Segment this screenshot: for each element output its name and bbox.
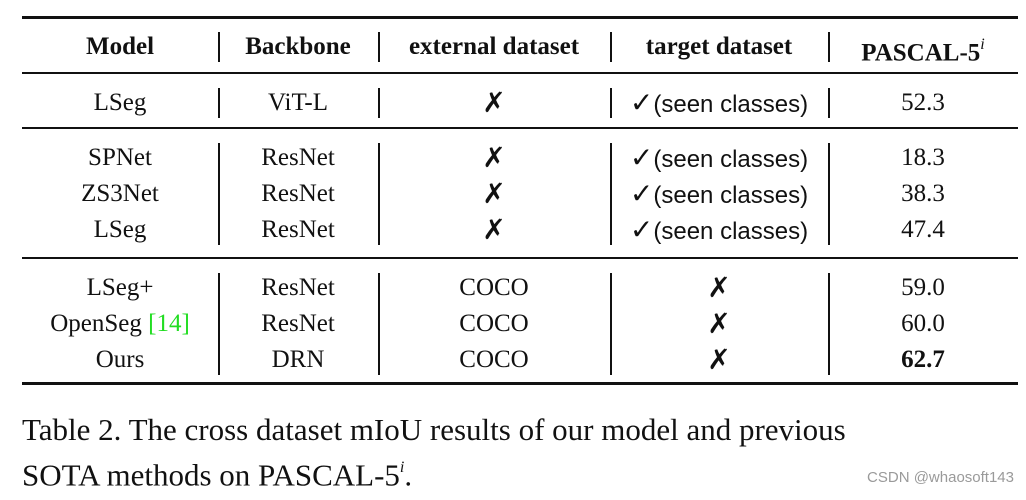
header-target-dataset: target dataset <box>645 33 793 60</box>
cross-icon: ✗ <box>482 141 506 174</box>
cell-model: OpenSeg [14] <box>22 307 218 341</box>
cell-pascal-score: 62.7 <box>901 346 945 373</box>
table-row: LSeg ResNet ✗ ✓(seen classes) 47.4 <box>22 213 1018 247</box>
table-row: Ours DRN COCO ✗ 62.7 <box>22 343 1018 377</box>
col-separator <box>828 143 830 245</box>
cell-target-dataset: ✓(seen classes) <box>610 213 828 247</box>
cell-target-dataset: ✓(seen classes) <box>610 177 828 211</box>
cell-model: LSeg <box>22 86 218 120</box>
cross-icon: ✗ <box>482 177 506 210</box>
seen-classes-label: (seen classes) <box>653 146 809 173</box>
col-separator <box>378 273 380 375</box>
header-external-dataset: external dataset <box>408 33 580 60</box>
col-separator <box>218 88 220 118</box>
cell-pascal-score: 60.0 <box>901 310 945 337</box>
model-name: ZS3Net <box>81 180 159 207</box>
col-separator <box>610 273 612 375</box>
table-row: LSeg ViT-L ✗ ✓(seen classes) 52.3 <box>22 86 1018 120</box>
caption-line-2: SOTA methods on PASCAL-5i. <box>22 457 413 493</box>
col-separator <box>610 143 612 245</box>
header-rule <box>22 72 1018 74</box>
cross-icon: ✗ <box>482 213 506 246</box>
cross-icon: ✗ <box>707 307 731 340</box>
model-name: SPNet <box>88 144 152 171</box>
cross-icon: ✗ <box>482 86 506 119</box>
table-row: ZS3Net ResNet ✗ ✓(seen classes) 38.3 <box>22 177 1018 211</box>
cell-external-dataset: COCO <box>459 274 529 301</box>
col-separator <box>610 32 612 62</box>
table-row: LSeg+ ResNet COCO ✗ 59.0 <box>22 271 1018 305</box>
header-model: Model <box>85 33 155 60</box>
col-separator <box>218 32 220 62</box>
cell-backbone: ResNet <box>261 310 335 337</box>
caption-line-1: Table 2. The cross dataset mIoU results … <box>22 412 846 447</box>
cell-pascal-score: 18.3 <box>901 144 945 171</box>
check-icon: ✓ <box>629 86 654 119</box>
cross-icon: ✗ <box>707 343 731 376</box>
group-rule <box>22 127 1018 129</box>
model-name: Ours <box>95 346 145 373</box>
citation-link[interactable]: [14] <box>148 310 190 337</box>
cell-model: LSeg+ <box>22 271 218 305</box>
seen-classes-label: (seen classes) <box>653 218 809 245</box>
cell-backbone: ViT-L <box>267 89 329 116</box>
cell-model: LSeg <box>22 213 218 247</box>
cell-backbone: ResNet <box>261 274 335 301</box>
col-separator <box>218 273 220 375</box>
cell-backbone: ResNet <box>261 180 335 207</box>
cell-pascal-score: 59.0 <box>901 274 945 301</box>
check-icon: ✓ <box>629 177 654 210</box>
cell-model: Ours <box>22 343 218 377</box>
cross-icon: ✗ <box>707 271 731 304</box>
cell-target-dataset: ✓(seen classes) <box>610 141 828 175</box>
col-separator <box>610 88 612 118</box>
model-name: LSeg <box>93 216 147 243</box>
table-header-row: Model Backbone external dataset target d… <box>22 30 1018 67</box>
cell-external-dataset: COCO <box>459 346 529 373</box>
cell-pascal-score: 47.4 <box>901 216 945 243</box>
table-row: OpenSeg [14] ResNet COCO ✗ 60.0 <box>22 307 1018 341</box>
col-separator <box>828 88 830 118</box>
top-rule <box>22 16 1018 19</box>
model-name: LSeg <box>93 89 147 116</box>
col-separator <box>828 273 830 375</box>
cell-target-dataset: ✗ <box>610 271 828 305</box>
cell-backbone: ResNet <box>261 216 335 243</box>
table-caption: Table 2. The cross dataset mIoU results … <box>22 410 1012 495</box>
cell-pascal-score: 38.3 <box>901 180 945 207</box>
table-row: SPNet ResNet ✗ ✓(seen classes) 18.3 <box>22 141 1018 175</box>
cell-backbone: DRN <box>271 346 325 373</box>
cell-external-dataset: COCO <box>459 310 529 337</box>
check-icon: ✓ <box>629 213 654 246</box>
watermark: CSDN @whaosoft143 <box>867 469 1014 486</box>
group-rule <box>22 257 1018 259</box>
bottom-rule <box>22 382 1018 385</box>
model-name: OpenSeg <box>50 310 149 337</box>
col-separator <box>828 32 830 62</box>
header-backbone: Backbone <box>245 33 351 60</box>
col-separator <box>378 88 380 118</box>
cell-model: ZS3Net <box>22 177 218 211</box>
cell-model: SPNet <box>22 141 218 175</box>
model-name: LSeg+ <box>86 274 154 301</box>
check-icon: ✓ <box>629 141 654 174</box>
cell-backbone: ResNet <box>261 144 335 171</box>
col-separator <box>378 143 380 245</box>
seen-classes-label: (seen classes) <box>653 182 809 209</box>
cell-target-dataset: ✓(seen classes) <box>610 86 828 120</box>
cell-target-dataset: ✗ <box>610 307 828 341</box>
header-pascal: PASCAL-5i <box>861 36 985 67</box>
col-separator <box>378 32 380 62</box>
cell-pascal-score: 52.3 <box>901 89 945 116</box>
cell-target-dataset: ✗ <box>610 343 828 377</box>
seen-classes-label: (seen classes) <box>653 91 809 118</box>
col-separator <box>218 143 220 245</box>
